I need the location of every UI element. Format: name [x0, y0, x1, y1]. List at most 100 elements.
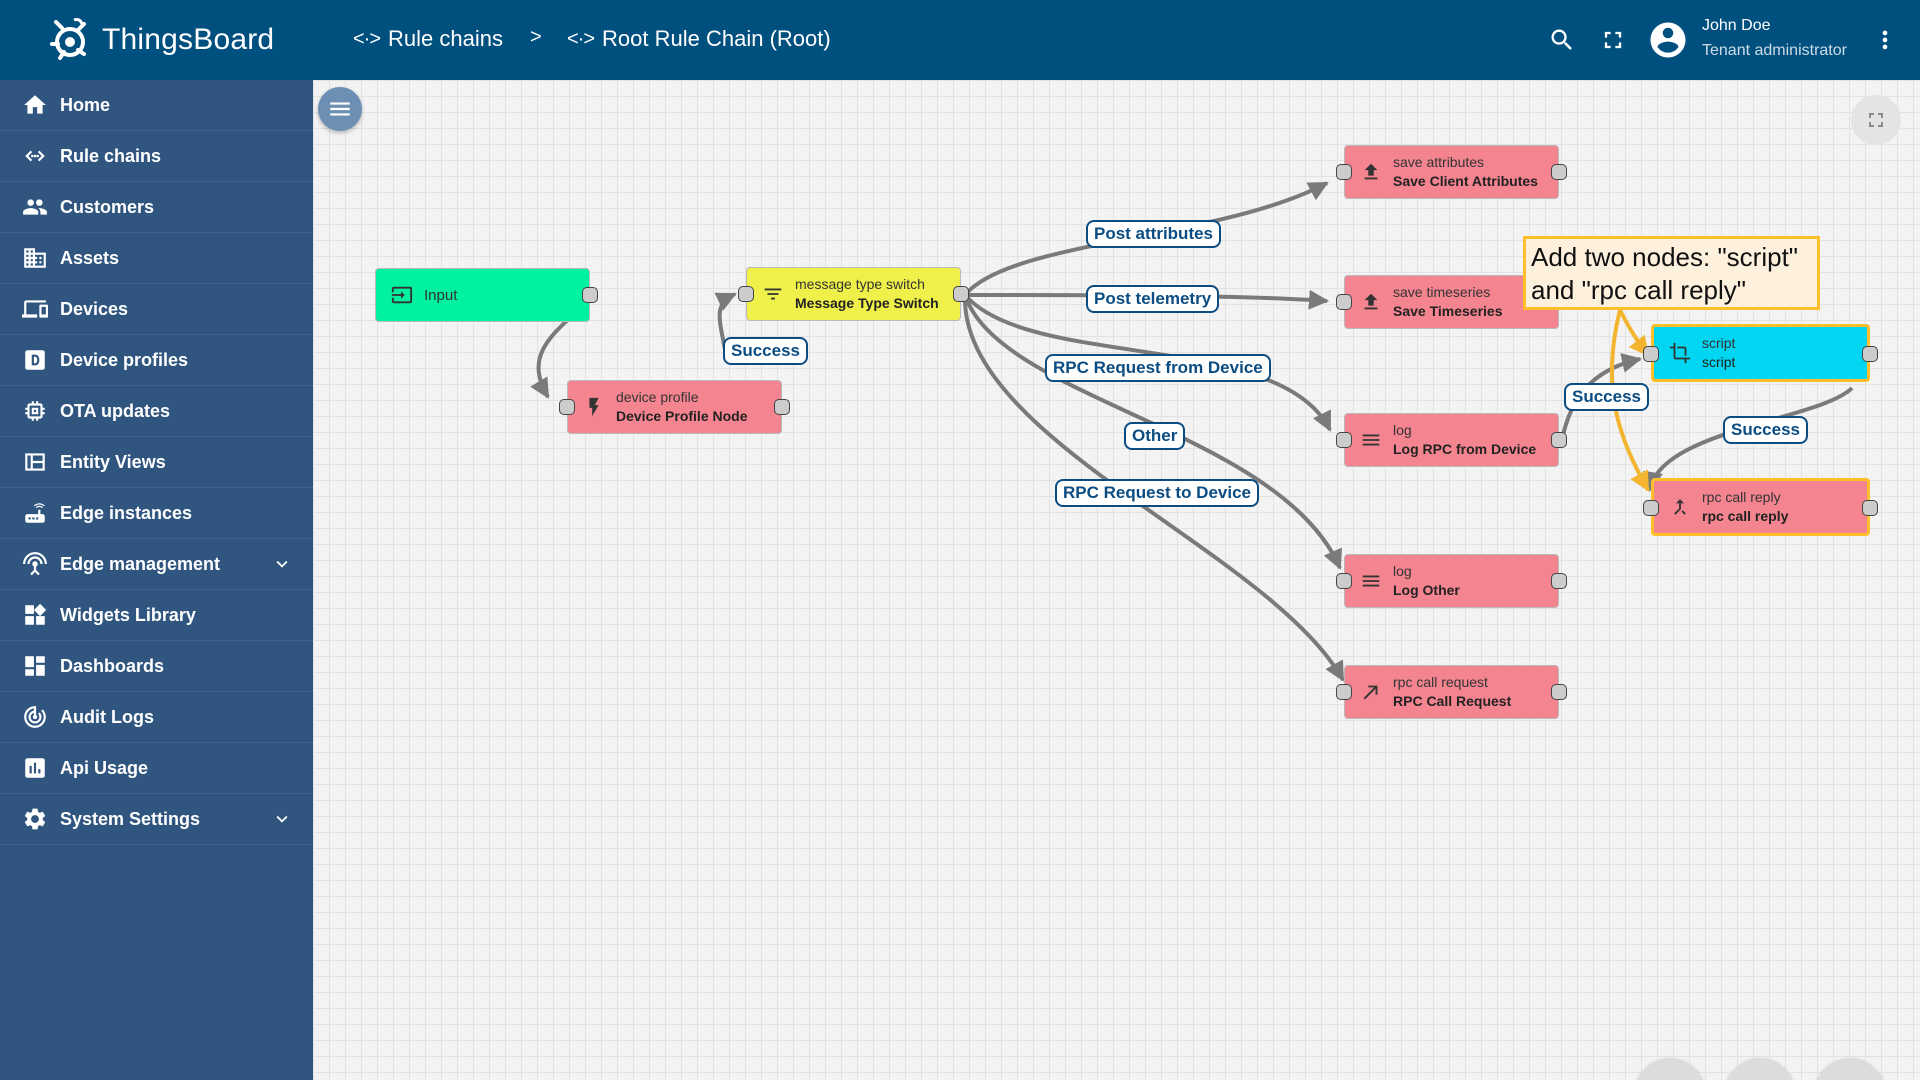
sidebar-item-label: Edge management — [60, 553, 221, 574]
sidebar-item-label: Edge instances — [60, 502, 193, 523]
domain-icon — [22, 245, 48, 271]
node-rpc-call-request[interactable]: rpc call request RPC Call Request — [1336, 665, 1567, 719]
node-name: Device Profile Node — [616, 408, 748, 424]
home-icon — [22, 92, 48, 118]
node-type: rpc call request — [1393, 674, 1488, 690]
breadcrumb-label: Root Rule Chain (Root) — [602, 26, 831, 51]
output-port[interactable] — [1551, 684, 1567, 700]
breadcrumb-label: Rule chains — [388, 26, 503, 51]
node-script[interactable]: script script — [1643, 324, 1878, 382]
input-port[interactable] — [1643, 346, 1659, 362]
input-port[interactable] — [738, 286, 754, 302]
fullscreen-icon — [1604, 31, 1622, 49]
sidebar-item-device-profiles[interactable]: Device profiles — [0, 335, 313, 386]
sidebar-item-api-usage[interactable]: Api Usage — [0, 743, 313, 794]
search-button[interactable] — [1546, 24, 1578, 56]
input-port[interactable] — [1336, 164, 1352, 180]
output-port[interactable] — [1551, 432, 1567, 448]
edge-label-other[interactable]: Other — [1124, 422, 1186, 450]
sidebar-item-audit-logs[interactable]: Audit Logs — [0, 692, 313, 743]
decline-changes-button[interactable] — [1815, 1058, 1885, 1080]
node-name: rpc call reply — [1702, 508, 1789, 524]
debug-button[interactable] — [1635, 1058, 1705, 1080]
output-port[interactable] — [582, 287, 598, 303]
call-merge-icon — [1668, 495, 1692, 519]
badge-icon — [22, 347, 48, 373]
gear-icon — [22, 806, 48, 832]
edge-label-post-attributes[interactable]: Post attributes — [1086, 220, 1222, 248]
edge-label-success[interactable]: Success — [723, 337, 808, 365]
sidebar-item-edge-instances[interactable]: Edge instances — [0, 488, 313, 539]
fullscreen-button[interactable] — [1597, 24, 1629, 56]
node-log-rpc-from-device[interactable]: log Log RPC from Device — [1336, 413, 1567, 467]
sidebar-item-dashboards[interactable]: Dashboards — [0, 641, 313, 692]
node-log-other[interactable]: log Log Other — [1336, 554, 1567, 608]
code-arrows-icon — [22, 143, 48, 169]
thingsboard-logo-icon — [50, 18, 86, 60]
input-port[interactable] — [1336, 573, 1352, 589]
sidebar-item-label: OTA updates — [60, 400, 171, 421]
input-port[interactable] — [1336, 684, 1352, 700]
sidebar-item-assets[interactable]: Assets — [0, 233, 313, 284]
sidebar-item-customers[interactable]: Customers — [0, 182, 313, 233]
node-library-menu-button[interactable] — [318, 87, 362, 131]
input-port[interactable] — [1336, 432, 1352, 448]
sidebar-item-label: Assets — [60, 247, 120, 268]
node-message-type-switch[interactable]: message type switch Message Type Switch — [738, 267, 969, 321]
chevron-down-icon[interactable] — [271, 553, 293, 575]
output-port[interactable] — [953, 286, 969, 302]
apply-changes-button[interactable] — [1725, 1058, 1795, 1080]
node-type: Input — [424, 286, 458, 304]
app-title: ThingsBoard — [102, 23, 275, 56]
edge-label-success[interactable]: Success — [1723, 416, 1808, 444]
input-port[interactable] — [1336, 294, 1352, 310]
node-name: Log RPC from Device — [1393, 441, 1537, 457]
node-type: script — [1702, 335, 1736, 351]
node-type: message type switch — [795, 276, 925, 292]
user-avatar[interactable] — [1646, 18, 1690, 62]
breadcrumb-rule-chains[interactable]: <·> Rule chains — [353, 26, 503, 52]
node-name: Log Other — [1393, 582, 1460, 598]
node-type: save attributes — [1393, 154, 1485, 170]
view-quilt-icon — [22, 449, 48, 475]
edge-label-post-telemetry[interactable]: Post telemetry — [1086, 285, 1220, 313]
instruction-callout: Add two nodes: "script" and "rpc call re… — [1523, 236, 1820, 310]
sidebar-item-system-settings[interactable]: System Settings — [0, 794, 313, 845]
edge-label-rpc-from-device[interactable]: RPC Request from Device — [1045, 354, 1271, 382]
edge-label-rpc-to-device[interactable]: RPC Request to Device — [1055, 479, 1259, 507]
more-menu-button[interactable] — [1869, 24, 1901, 56]
code-arrows-icon: <·> — [353, 27, 381, 50]
logo-bar[interactable]: ThingsBoard — [0, 0, 313, 80]
filter-list-icon — [761, 282, 785, 306]
canvas-fullscreen-button[interactable] — [1851, 95, 1901, 145]
node-name: Message Type Switch — [795, 295, 939, 311]
output-port[interactable] — [1862, 500, 1878, 516]
output-port[interactable] — [1862, 346, 1878, 362]
sidebar-item-label: Audit Logs — [60, 706, 154, 727]
sidebar-item-label: Customers — [60, 196, 155, 217]
sidebar-item-home[interactable]: Home — [0, 80, 313, 131]
output-port[interactable] — [1551, 164, 1567, 180]
chevron-down-icon[interactable] — [271, 808, 293, 830]
node-type: log — [1393, 422, 1412, 438]
more-vert-icon — [1882, 30, 1888, 50]
output-port[interactable] — [774, 399, 790, 415]
sidebar-item-entity-views[interactable]: Entity Views — [0, 437, 313, 488]
node-device-profile[interactable]: device profile Device Profile Node — [559, 380, 790, 434]
node-rpc-call-reply[interactable]: rpc call reply rpc call reply — [1643, 478, 1878, 536]
sidebar-item-edge-management[interactable]: Edge management — [0, 539, 313, 590]
track-changes-icon — [22, 704, 48, 730]
flash-icon — [582, 395, 606, 419]
node-save-attributes[interactable]: save attributes Save Client Attributes — [1336, 145, 1567, 199]
widgets-icon — [22, 602, 48, 628]
sidebar-item-devices[interactable]: Devices — [0, 284, 313, 335]
output-port[interactable] — [1551, 573, 1567, 589]
edge-label-success[interactable]: Success — [1564, 383, 1649, 411]
sidebar-item-ota-updates[interactable]: OTA updates — [0, 386, 313, 437]
sidebar-item-rule-chains[interactable]: Rule chains — [0, 131, 313, 182]
sidebar-item-widgets-library[interactable]: Widgets Library — [0, 590, 313, 641]
input-port[interactable] — [559, 399, 575, 415]
input-port[interactable] — [1643, 500, 1659, 516]
node-input[interactable]: Input — [375, 268, 598, 322]
menu-lines-icon — [1359, 428, 1383, 452]
